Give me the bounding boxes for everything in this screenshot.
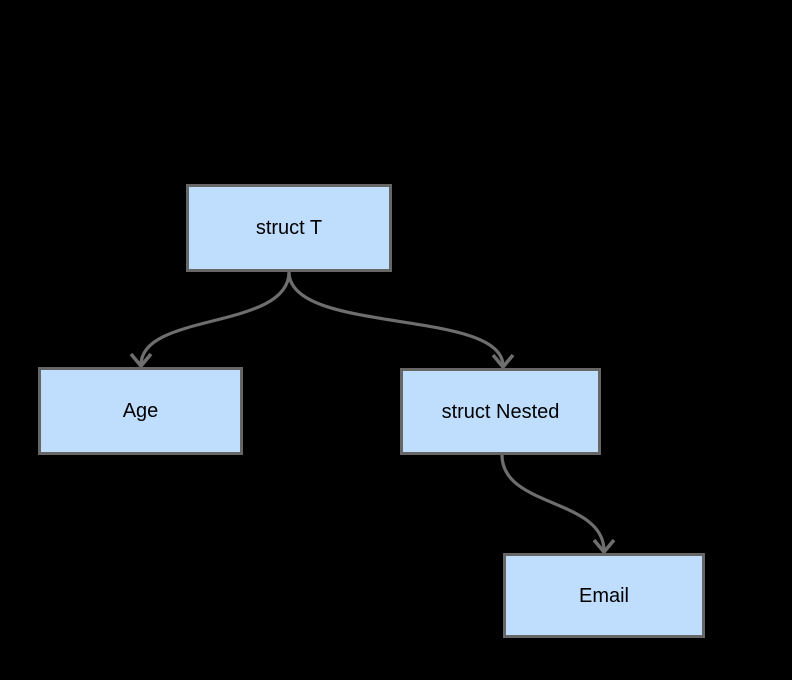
- node-struct-nested: struct Nested: [400, 368, 601, 455]
- edge-struct-t-to-age: [139, 271, 291, 366]
- edge-struct-t-to-struct-nested: [287, 271, 505, 367]
- arrowhead-email-icon: [592, 538, 616, 555]
- node-email: Email: [503, 553, 705, 638]
- node-email-label: Email: [578, 584, 629, 607]
- arrowhead-struct-nested-icon: [491, 353, 515, 370]
- node-age: Age: [38, 367, 243, 455]
- node-struct-t-label: struct T: [255, 217, 323, 239]
- arrowhead-age-icon: [129, 352, 153, 369]
- edge-struct-nested-to-email: [500, 454, 606, 552]
- node-age-label: Age: [122, 400, 159, 422]
- node-struct-nested-label: struct Nested: [441, 400, 560, 423]
- node-struct-t: struct T: [186, 184, 392, 272]
